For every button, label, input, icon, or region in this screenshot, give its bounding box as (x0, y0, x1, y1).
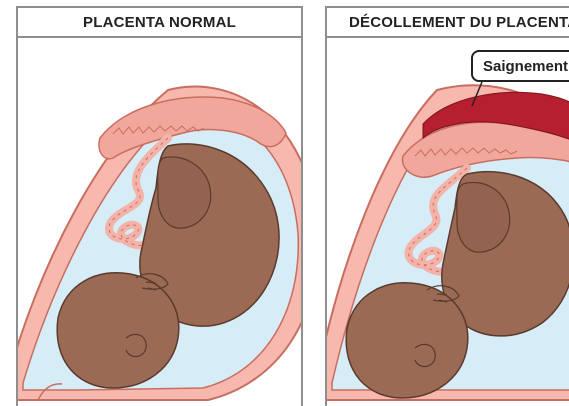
abruption-illustration (327, 38, 569, 406)
fetus-head (346, 283, 468, 398)
panel-title-normal: PLACENTA NORMAL (18, 8, 301, 38)
abruption-panel: DÉCOLLEMENT DU PLACENTA Saignement (325, 6, 569, 406)
panel-title-abruption: DÉCOLLEMENT DU PLACENTA (327, 8, 569, 38)
bleeding-label: Saignement (483, 58, 568, 75)
fetus-head (57, 273, 179, 388)
normal-placenta-panel: PLACENTA NORMAL (16, 6, 303, 406)
bleeding-callout: Saignement (471, 50, 569, 82)
normal-pregnancy-illustration (18, 38, 303, 406)
